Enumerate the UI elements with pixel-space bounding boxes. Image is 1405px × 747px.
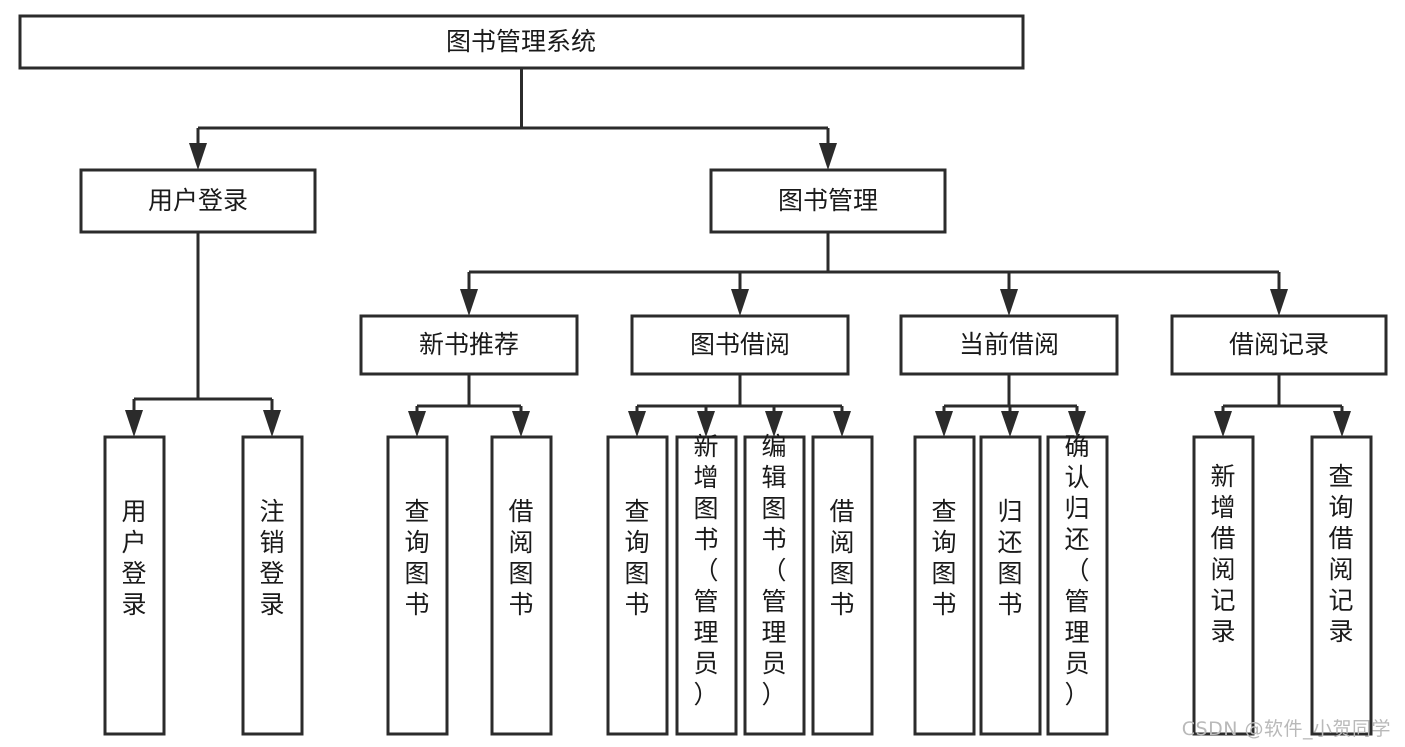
node-user-login-box[interactable]	[79, 168, 317, 234]
node-user-login-label: 用户登录	[148, 186, 248, 215]
node-book-manage-label: 图书管理	[778, 186, 878, 215]
leaf-add-record[interactable]: 新增借阅记录	[1192, 435, 1255, 736]
arrow-to-book-borrow	[731, 289, 749, 316]
leaf-edit-book-box[interactable]	[743, 435, 806, 736]
node-new-book-rec-box[interactable]	[359, 314, 579, 376]
node-current-borrow[interactable]: 当前借阅	[899, 314, 1119, 376]
arrow-to-leaf-query-book-2	[628, 411, 646, 437]
leaf-edit-book[interactable]: 编辑图书（管理员）	[743, 432, 806, 736]
arrow-to-leaf-edit-book	[765, 411, 783, 437]
leaf-logout-login[interactable]: 注销登录	[241, 435, 304, 736]
node-new-book-rec[interactable]: 新书推荐	[359, 314, 579, 376]
arrow-to-user-login	[189, 143, 207, 170]
leaf-logout-login-box[interactable]	[241, 435, 304, 736]
leaf-user-login-label: 用户登录	[121, 497, 146, 619]
connector-layer	[125, 68, 1351, 437]
leaf-query-record[interactable]: 查询借阅记录	[1310, 435, 1373, 736]
leaf-query-book-2-box[interactable]	[606, 435, 669, 736]
arrow-to-leaf-query-book-1	[408, 411, 426, 437]
arrow-to-borrow-record	[1270, 289, 1288, 316]
node-current-borrow-box[interactable]	[899, 314, 1119, 376]
leaf-return-book[interactable]: 归还图书	[979, 435, 1042, 736]
node-root[interactable]: 图书管理系统	[18, 14, 1025, 70]
node-book-borrow[interactable]: 图书借阅	[630, 314, 850, 376]
arrow-to-book-manage	[819, 143, 837, 170]
leaf-borrow-book-2-label: 借阅图书	[829, 497, 854, 619]
leaf-edit-book-label: 编辑图书（管理员）	[761, 432, 786, 709]
leaf-return-book-label: 归还图书	[997, 497, 1022, 619]
leaf-query-record-box[interactable]	[1310, 435, 1373, 736]
leaf-query-book-3[interactable]: 查询图书	[913, 435, 976, 736]
leaf-add-record-label: 新增借阅记录	[1210, 462, 1235, 646]
arrow-to-current-borrow	[1000, 289, 1018, 316]
csdn-watermark: CSDN @软件_小贺同学	[1181, 718, 1391, 740]
leaf-borrow-book-2[interactable]: 借阅图书	[811, 435, 874, 736]
arrow-to-leaf-confirm-return	[1068, 411, 1086, 437]
arrow-to-new-book-rec	[460, 289, 478, 316]
node-new-book-rec-label: 新书推荐	[419, 330, 519, 359]
leaf-add-book[interactable]: 新增图书（管理员）	[675, 432, 738, 736]
node-root-box[interactable]	[18, 14, 1025, 70]
leaf-add-book-box[interactable]	[675, 435, 738, 736]
node-book-manage-box[interactable]	[709, 168, 947, 234]
leaf-query-book-3-box[interactable]	[913, 435, 976, 736]
leaf-user-login-box[interactable]	[103, 435, 166, 736]
node-book-borrow-box[interactable]	[630, 314, 850, 376]
node-borrow-record-box[interactable]	[1170, 314, 1388, 376]
arrow-to-leaf-logout-login	[263, 410, 281, 437]
leaf-add-record-box[interactable]	[1192, 435, 1255, 736]
leaf-query-book-2-label: 查询图书	[624, 497, 649, 619]
arrow-to-leaf-add-book	[697, 411, 715, 437]
arrow-to-leaf-user-login	[125, 410, 143, 437]
leaf-query-book-1-label: 查询图书	[404, 497, 429, 619]
leaf-borrow-book-1[interactable]: 借阅图书	[490, 435, 553, 736]
leaf-logout-login-label: 注销登录	[259, 497, 284, 619]
leaf-borrow-book-2-box[interactable]	[811, 435, 874, 736]
node-root-label: 图书管理系统	[446, 27, 596, 56]
leaf-query-record-label: 查询借阅记录	[1328, 462, 1353, 646]
leaf-add-book-label: 新增图书（管理员）	[693, 432, 718, 709]
arrow-to-leaf-borrow-book-1	[512, 411, 530, 437]
node-user-login[interactable]: 用户登录	[79, 168, 317, 234]
leaf-return-book-box[interactable]	[979, 435, 1042, 736]
leaf-user-login[interactable]: 用户登录	[103, 435, 166, 736]
leaf-query-book-2[interactable]: 查询图书	[606, 435, 669, 736]
arrow-to-leaf-add-record	[1214, 411, 1232, 437]
leaf-confirm-return-label: 确认归还（管理员）	[1064, 432, 1089, 709]
node-book-borrow-label: 图书借阅	[690, 330, 790, 359]
arrow-to-leaf-borrow-book-2	[833, 411, 851, 437]
node-book-manage[interactable]: 图书管理	[709, 168, 947, 234]
node-borrow-record-label: 借阅记录	[1229, 330, 1329, 359]
leaf-confirm-return-box[interactable]	[1046, 435, 1109, 736]
arrow-to-leaf-query-book-3	[935, 411, 953, 437]
leaf-confirm-return[interactable]: 确认归还（管理员）	[1046, 432, 1109, 736]
arrow-to-leaf-return-book	[1001, 411, 1019, 437]
leaf-borrow-book-1-box[interactable]	[490, 435, 553, 736]
node-borrow-record[interactable]: 借阅记录	[1170, 314, 1388, 376]
leaf-query-book-3-label: 查询图书	[931, 497, 956, 619]
arrow-to-leaf-query-record	[1333, 411, 1351, 437]
node-current-borrow-label: 当前借阅	[959, 330, 1059, 359]
leaf-borrow-book-1-label: 借阅图书	[508, 497, 533, 619]
leaf-query-book-1-box[interactable]	[386, 435, 449, 736]
leaf-query-book-1[interactable]: 查询图书	[386, 435, 449, 736]
